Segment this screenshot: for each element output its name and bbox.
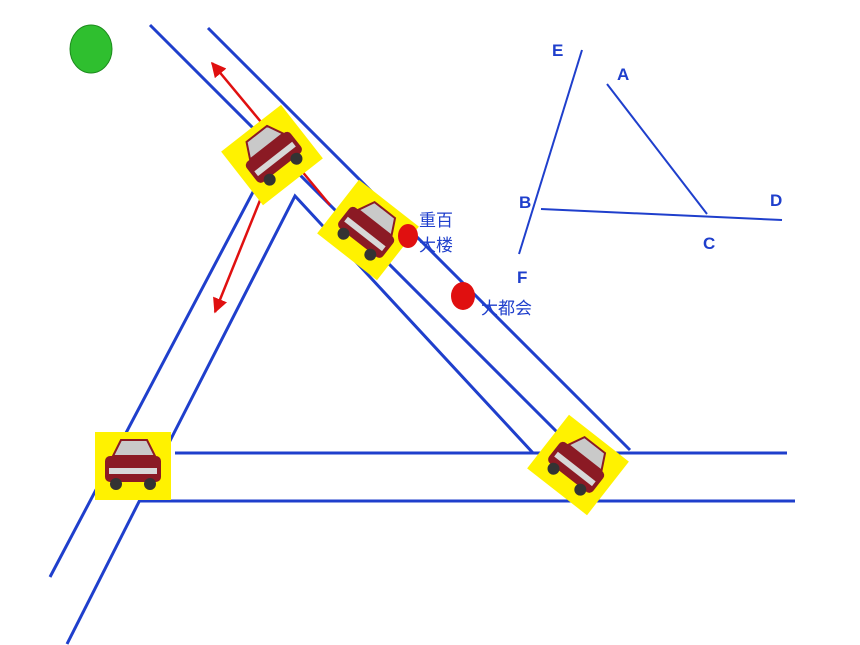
- line-ef: [518, 49, 583, 255]
- red-dot-icon: [398, 224, 418, 248]
- place-label-chongbai-1: 重百: [419, 211, 453, 231]
- road-left-inner: [65, 479, 152, 645]
- car-icon: [94, 431, 172, 501]
- car-icon: [220, 103, 324, 207]
- point-label-d: D: [770, 191, 782, 210]
- road-network: [48, 23, 795, 645]
- line-bd: [540, 208, 783, 221]
- road-left-outer: [48, 174, 264, 578]
- point-label-f: F: [517, 268, 527, 287]
- point-label-c: C: [703, 234, 715, 253]
- point-label-b: B: [519, 193, 531, 212]
- line-ac: [606, 83, 708, 215]
- point-label-e: E: [552, 41, 563, 60]
- place-label-chongbai-2: 大楼: [419, 236, 453, 256]
- green-dot-icon: [69, 24, 113, 74]
- road-diagonal-inner: [206, 26, 632, 452]
- point-label-a: A: [617, 65, 629, 84]
- road-triangle-inner: [148, 193, 537, 481]
- geometry-figure: [518, 49, 783, 255]
- place-label-daduhui: 大都会: [481, 299, 532, 319]
- red-dot-icon: [451, 282, 475, 310]
